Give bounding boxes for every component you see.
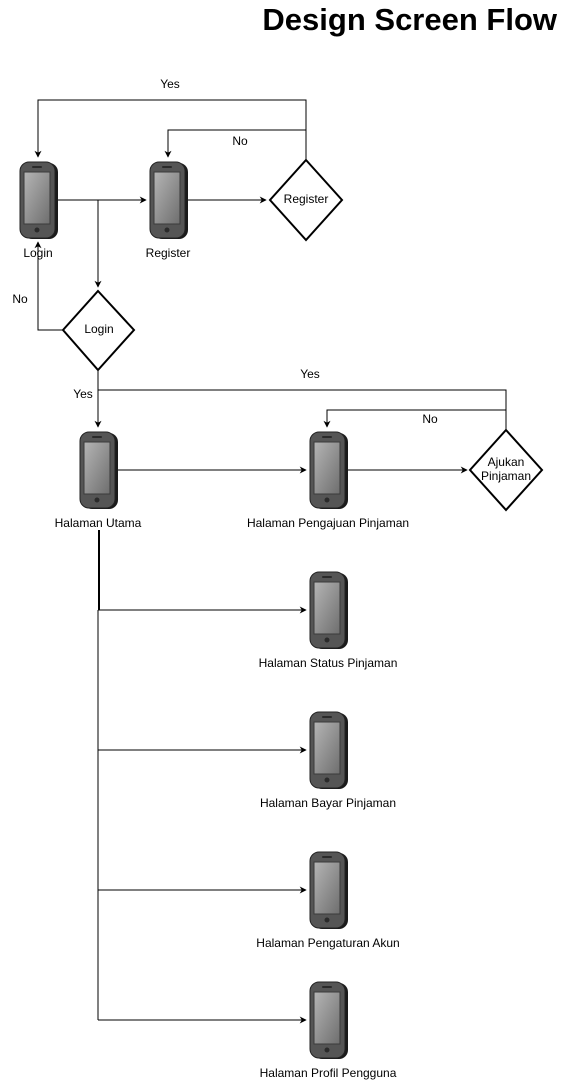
register-phone-icon	[149, 161, 189, 240]
status-label: Halaman Status Pinjaman	[259, 656, 398, 670]
diagram-title: Design Screen Flow	[262, 2, 557, 37]
login-label: Login	[23, 246, 52, 260]
pengajuan-phone-icon	[309, 431, 349, 510]
ajukan-decision-label-2: Pinjaman	[481, 469, 531, 483]
pengaturan-phone-icon	[309, 851, 349, 930]
edges	[34, 99, 507, 1024]
login-decision-label: Login	[84, 322, 113, 336]
login-phone-icon	[19, 161, 59, 240]
login-yes-label: Yes	[73, 387, 93, 401]
register-no-label: No	[232, 134, 248, 148]
login-no-label: No	[12, 292, 28, 306]
edge-ajukan-no	[323, 409, 507, 430]
login-decision	[61, 289, 136, 372]
status-phone-icon	[309, 571, 349, 650]
ajukan-no-label: No	[422, 412, 438, 426]
register-label: Register	[146, 246, 191, 260]
edge-register-no	[164, 129, 307, 160]
pengajuan-label: Halaman Pengajuan Pinjaman	[247, 516, 409, 530]
register-decision-label: Register	[284, 192, 329, 206]
profil-label: Halaman Profil Pengguna	[260, 1066, 397, 1080]
bayar-phone-icon	[309, 711, 349, 790]
halaman-utama-phone-icon	[79, 431, 119, 510]
register-decision	[268, 158, 344, 242]
pengaturan-label: Halaman Pengaturan Akun	[256, 936, 399, 950]
ajukan-decision-label-1: Ajukan	[488, 455, 525, 469]
profil-phone-icon	[309, 981, 349, 1060]
bayar-label: Halaman Bayar Pinjaman	[260, 796, 396, 810]
register-yes-label: Yes	[160, 77, 180, 91]
halaman-utama-label: Halaman Utama	[55, 516, 142, 530]
ajukan-yes-label: Yes	[300, 367, 320, 381]
ajukan-decision	[468, 428, 544, 512]
edge-login-no	[34, 241, 63, 331]
